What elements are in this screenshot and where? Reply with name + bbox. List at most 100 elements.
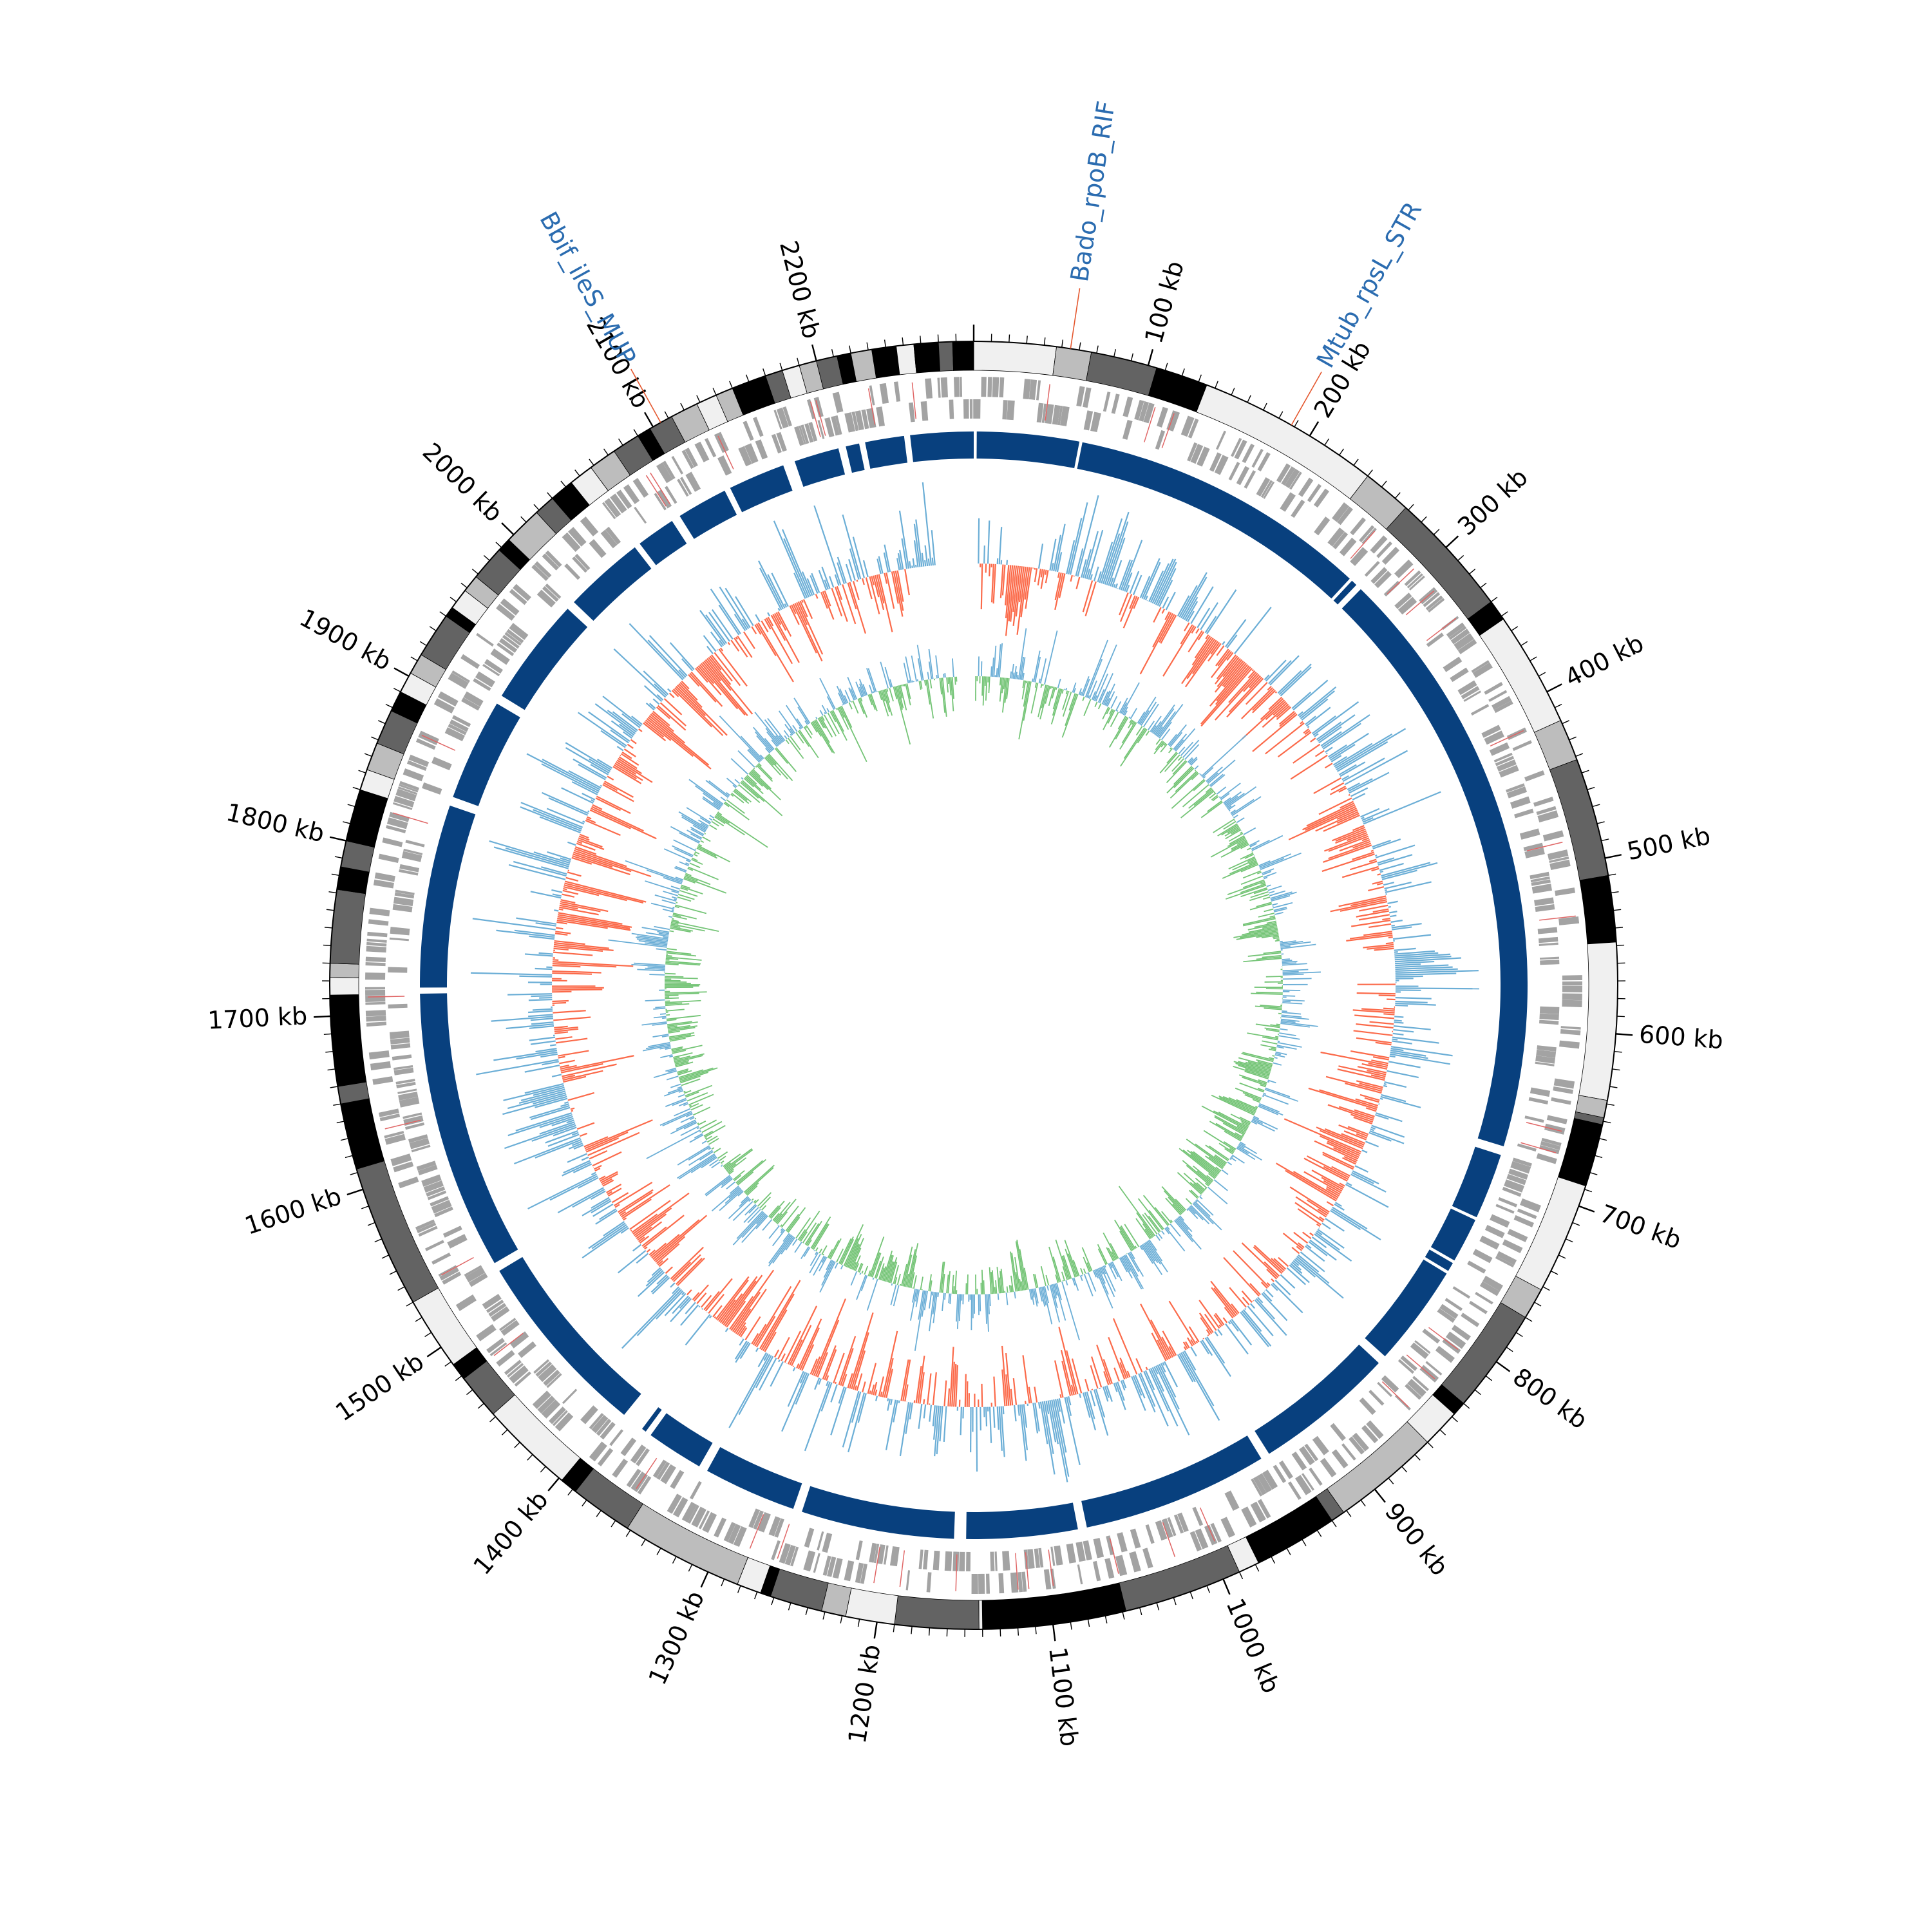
minor-tick	[326, 909, 334, 911]
gc-skew-bar	[1273, 906, 1287, 911]
gc-skew-bar	[1109, 708, 1113, 715]
gc-content-bar	[1054, 1399, 1067, 1453]
gc-content-bar	[852, 1350, 866, 1390]
gc-content-bar	[1264, 1261, 1280, 1277]
gc-skew-bar	[671, 909, 674, 911]
gc-skew-bar	[1262, 896, 1271, 900]
gc-skew-bar	[1231, 799, 1255, 815]
gene-feature	[1083, 1540, 1092, 1560]
gc-skew-bar	[1224, 826, 1240, 837]
gc-skew-bar	[734, 1175, 742, 1182]
gene-feature	[1435, 1345, 1455, 1363]
gc-skew-bar	[770, 1207, 781, 1219]
gc-content-bar	[1210, 641, 1220, 655]
gene-feature	[393, 1065, 413, 1070]
gc-skew-bar	[1079, 692, 1083, 696]
gene-feature	[365, 1001, 386, 1005]
gc-content-bar	[567, 871, 582, 877]
gene-feature	[1551, 1097, 1571, 1105]
gc-skew-bar	[667, 1025, 677, 1028]
gc-content-bar	[949, 1347, 954, 1407]
gc-skew-bar	[625, 860, 683, 882]
gc-skew-bar	[1177, 756, 1182, 761]
minor-tick	[1367, 469, 1373, 477]
gc-content-bar	[1328, 842, 1372, 860]
gc-content-bar	[1394, 957, 1461, 963]
gc-content-bar	[1119, 594, 1133, 622]
gc-content-bar	[562, 1161, 591, 1177]
gc-content-bar	[681, 680, 690, 690]
gc-skew-bar	[709, 815, 714, 819]
gc-content-bar	[1205, 634, 1209, 639]
gc-skew-bar	[688, 1104, 692, 1107]
gene-feature	[1034, 1548, 1041, 1568]
gc-skew-bar	[666, 1014, 701, 1020]
gc-skew-bar	[817, 717, 824, 728]
gene-marker	[1426, 618, 1457, 641]
gene-feature	[532, 1390, 551, 1409]
gc-skew-bar	[648, 1042, 670, 1048]
blast-hit-25	[846, 443, 865, 473]
gc-skew-bar	[1186, 1209, 1189, 1211]
minor-tick	[771, 1597, 775, 1605]
gc-content-bar	[1234, 607, 1272, 654]
gene-feature	[1257, 1499, 1271, 1519]
gc-content-bar	[878, 556, 884, 574]
gc-content-bar	[824, 580, 829, 590]
gc-skew-bar	[949, 677, 952, 696]
gc-skew-bar	[786, 705, 802, 729]
gc-content-bar	[656, 1243, 680, 1264]
gene-feature	[1370, 567, 1388, 584]
gc-content-bar	[1197, 631, 1205, 641]
gc-content-bar	[1319, 1216, 1325, 1221]
gc-content-bar	[1103, 1359, 1113, 1385]
gc-skew-bar	[840, 705, 853, 728]
gc-skew-bar	[742, 780, 783, 817]
gc-skew-bar	[800, 1231, 808, 1242]
gc-skew-bar	[1218, 1095, 1256, 1113]
gc-content-bar	[612, 711, 638, 732]
gc-skew-bar	[882, 689, 891, 713]
gc-content-bar	[1392, 1032, 1404, 1036]
gc-skew-bar	[985, 676, 988, 701]
gc-content-bar	[1164, 611, 1170, 620]
gc-content-bar	[1252, 690, 1276, 714]
gc-content-bar	[1300, 721, 1303, 724]
gc-skew-bar	[1272, 935, 1280, 938]
minor-tick	[831, 349, 834, 357]
gc-skew-bar	[669, 1034, 695, 1041]
gc-skew-bar	[744, 1167, 774, 1194]
gc-content-bar	[1370, 1128, 1374, 1132]
gc-skew-bar	[1116, 710, 1119, 712]
gc-content-bar	[1133, 596, 1140, 609]
gc-skew-bar	[815, 1247, 819, 1252]
gc-content-bar	[820, 591, 828, 609]
gc-skew-bar	[1277, 1042, 1302, 1048]
gc-skew-bar	[745, 1182, 759, 1195]
gc-skew-bar	[719, 1189, 743, 1211]
gc-skew-bar	[1276, 1023, 1281, 1026]
gc-content-bar	[1131, 1376, 1146, 1411]
gene-feature	[390, 927, 410, 936]
gc-content-bar	[966, 1381, 969, 1407]
gc-content-bar	[1241, 1310, 1272, 1347]
gc-skew-bar	[1205, 787, 1212, 793]
gc-skew-bar	[827, 1249, 833, 1258]
gene-feature	[1448, 626, 1467, 640]
gc-content-bar	[613, 648, 667, 698]
gc-skew-bar	[996, 668, 998, 677]
gc-content-bar	[718, 604, 740, 636]
gc-content-bar	[1392, 1038, 1398, 1041]
major-tick	[1309, 421, 1320, 437]
gc-content-bar	[527, 1010, 553, 1014]
gc-skew-bar	[637, 969, 665, 972]
gc-content-bar	[595, 1209, 618, 1225]
gc-skew-bar	[870, 693, 878, 712]
gc-skew-bar	[1245, 1068, 1270, 1077]
gc-content-bar	[764, 1331, 777, 1352]
gc-skew-bar	[815, 1251, 818, 1255]
gc-skew-bar	[806, 724, 813, 735]
minor-tick	[1316, 1530, 1322, 1537]
gc-content-bar	[618, 1249, 647, 1274]
gc-content-bar	[1249, 1283, 1261, 1296]
